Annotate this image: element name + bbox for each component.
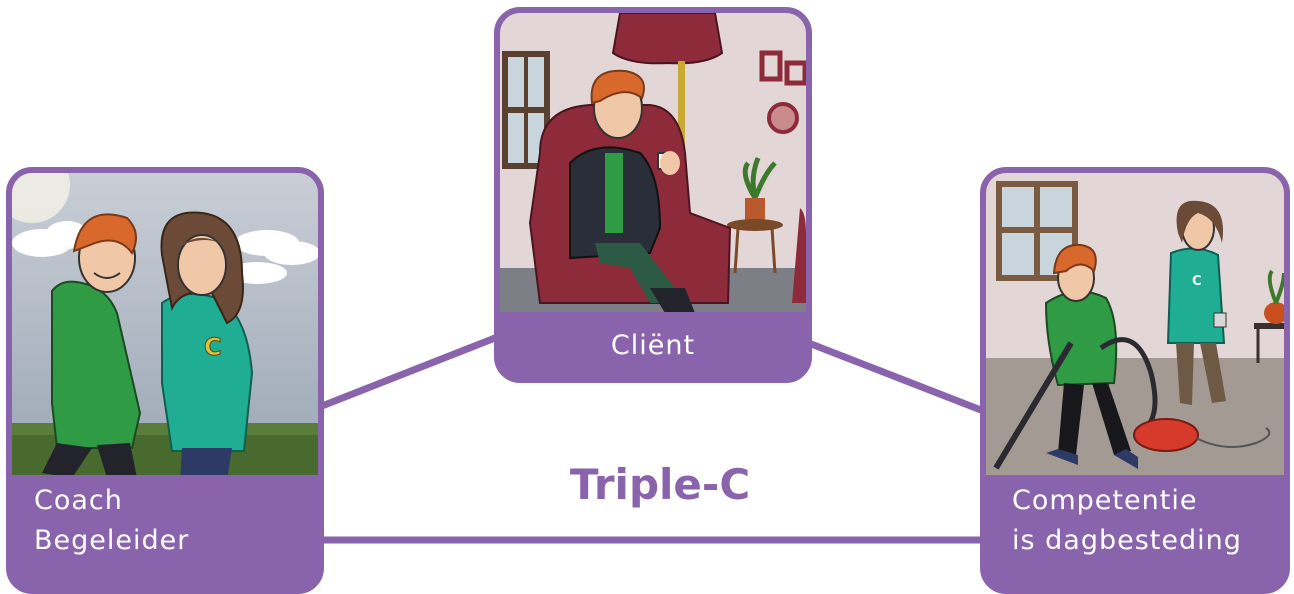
svg-text:C: C bbox=[204, 333, 222, 361]
client-illustration bbox=[500, 13, 806, 318]
edge-client-competentie bbox=[804, 338, 988, 416]
edge-coach-client bbox=[320, 332, 502, 410]
competentie-label: Competentie is dagbesteding bbox=[986, 475, 1284, 588]
node-client-card: Cliënt bbox=[494, 7, 812, 383]
coach-label: Coach Begeleider bbox=[12, 475, 318, 588]
svg-text:C: C bbox=[1192, 274, 1202, 289]
coach-label-line2: Begeleider bbox=[34, 525, 190, 556]
competentie-illustration: C bbox=[986, 173, 1284, 481]
node-coach-card: C Coach Begeleider bbox=[6, 167, 324, 594]
client-label: Cliënt bbox=[500, 312, 806, 377]
coach-label-line1: Coach bbox=[34, 485, 123, 516]
coach-illustration: C bbox=[12, 173, 318, 481]
competentie-label-line2: is dagbesteding bbox=[1012, 525, 1242, 556]
competentie-label-line1: Competentie bbox=[1012, 485, 1198, 516]
node-competentie-card: C Competentie is dagbesteding bbox=[980, 167, 1290, 594]
diagram-title: Triple-C bbox=[569, 460, 751, 509]
